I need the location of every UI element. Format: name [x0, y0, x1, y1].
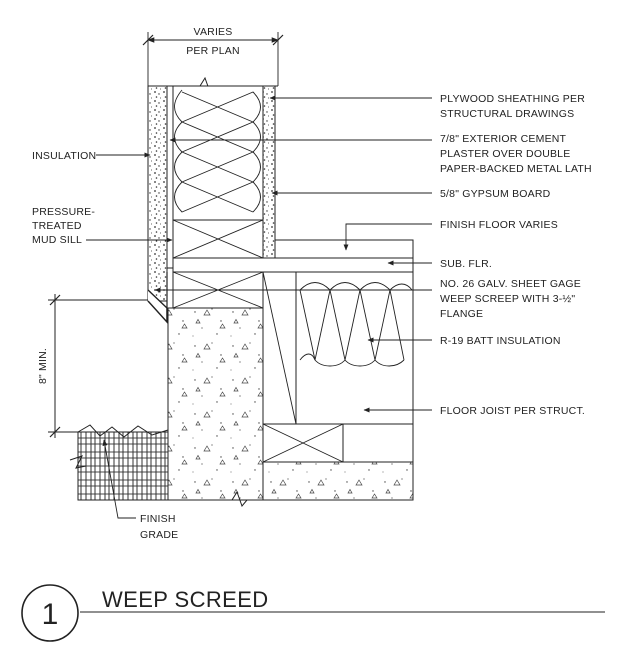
label-weep-screed: NO. 26 GALV. SHEET GAGE WEEP SCREEP WITH… [440, 278, 581, 320]
weep-screed-flashing [147, 272, 168, 324]
label-finish-grade-line2: GRADE [140, 529, 178, 541]
label-mud-sill-line3: MUD SILL [32, 234, 82, 246]
plywood-sheathing [166, 85, 174, 269]
label-mud-sill-line1: PRESSURE- [32, 206, 95, 218]
wall-batt-insulation [174, 89, 261, 213]
dimension-per-plan-text: PER PLAN [186, 45, 240, 57]
label-plaster-line2: PLASTER OVER DOUBLE [440, 148, 570, 160]
exterior-cement-plaster [147, 85, 168, 302]
label-sub-floor: SUB. FLR. [440, 258, 492, 270]
label-finish-floor: FINISH FLOOR VARIES [440, 219, 558, 231]
label-gypsum-board: 5/8" GYPSUM BOARD [440, 188, 551, 200]
label-floor-joist: FLOOR JOIST PER STRUCT. [440, 405, 585, 417]
label-batt-insulation: R-19 BATT INSULATION [440, 335, 561, 347]
dimension-varies: VARIES PER PLAN [142, 26, 284, 86]
detail-number-circle [21, 584, 79, 642]
dimension-8-min-text: 8" MIN. [37, 348, 49, 384]
finish-floor [274, 239, 414, 259]
label-plywood-sheathing: PLYWOOD SHEATHING PER STRUCTURAL DRAWING… [440, 93, 585, 120]
concrete-stem-wall [167, 307, 264, 501]
label-cement-plaster: 7/8" EXTERIOR CEMENT PLASTER OVER DOUBLE… [440, 133, 592, 175]
finish-grade-soil [69, 424, 169, 501]
label-insulation: INSULATION [32, 150, 96, 162]
label-plaster-line3: PAPER-BACKED METAL LATH [440, 163, 592, 175]
label-mud-sill-line2: TREATED [32, 220, 82, 232]
label-finish-grade-line1: FINISH [140, 513, 176, 525]
dimension-8-min: 8" MIN. [37, 294, 148, 438]
wall-assembly [147, 76, 278, 302]
title-block: 1 WEEP SCREED [21, 584, 605, 642]
label-mud-sill: PRESSURE- TREATED MUD SILL [32, 206, 95, 246]
label-plaster-line1: 7/8" EXTERIOR CEMENT [440, 133, 567, 145]
sub-floor [172, 257, 414, 273]
gypsum-board [262, 85, 276, 259]
leader-lines [86, 95, 432, 519]
detail-number: 1 [42, 598, 59, 631]
foundation [167, 307, 414, 507]
concrete-footing [262, 461, 414, 501]
label-finish-grade: FINISH GRADE [140, 513, 178, 541]
label-weep-line1: NO. 26 GALV. SHEET GAGE [440, 278, 581, 290]
label-weep-line2: WEEP SCREEP WITH 3-½" [440, 293, 575, 305]
label-plywood-line1: PLYWOOD SHEATHING PER [440, 93, 585, 105]
label-weep-line3: FLANGE [440, 308, 483, 320]
label-plywood-line2: STRUCTURAL DRAWINGS [440, 108, 574, 120]
dimension-varies-text: VARIES [194, 26, 233, 38]
detail-title: WEEP SCREED [102, 587, 269, 612]
floor-joist [295, 271, 414, 425]
